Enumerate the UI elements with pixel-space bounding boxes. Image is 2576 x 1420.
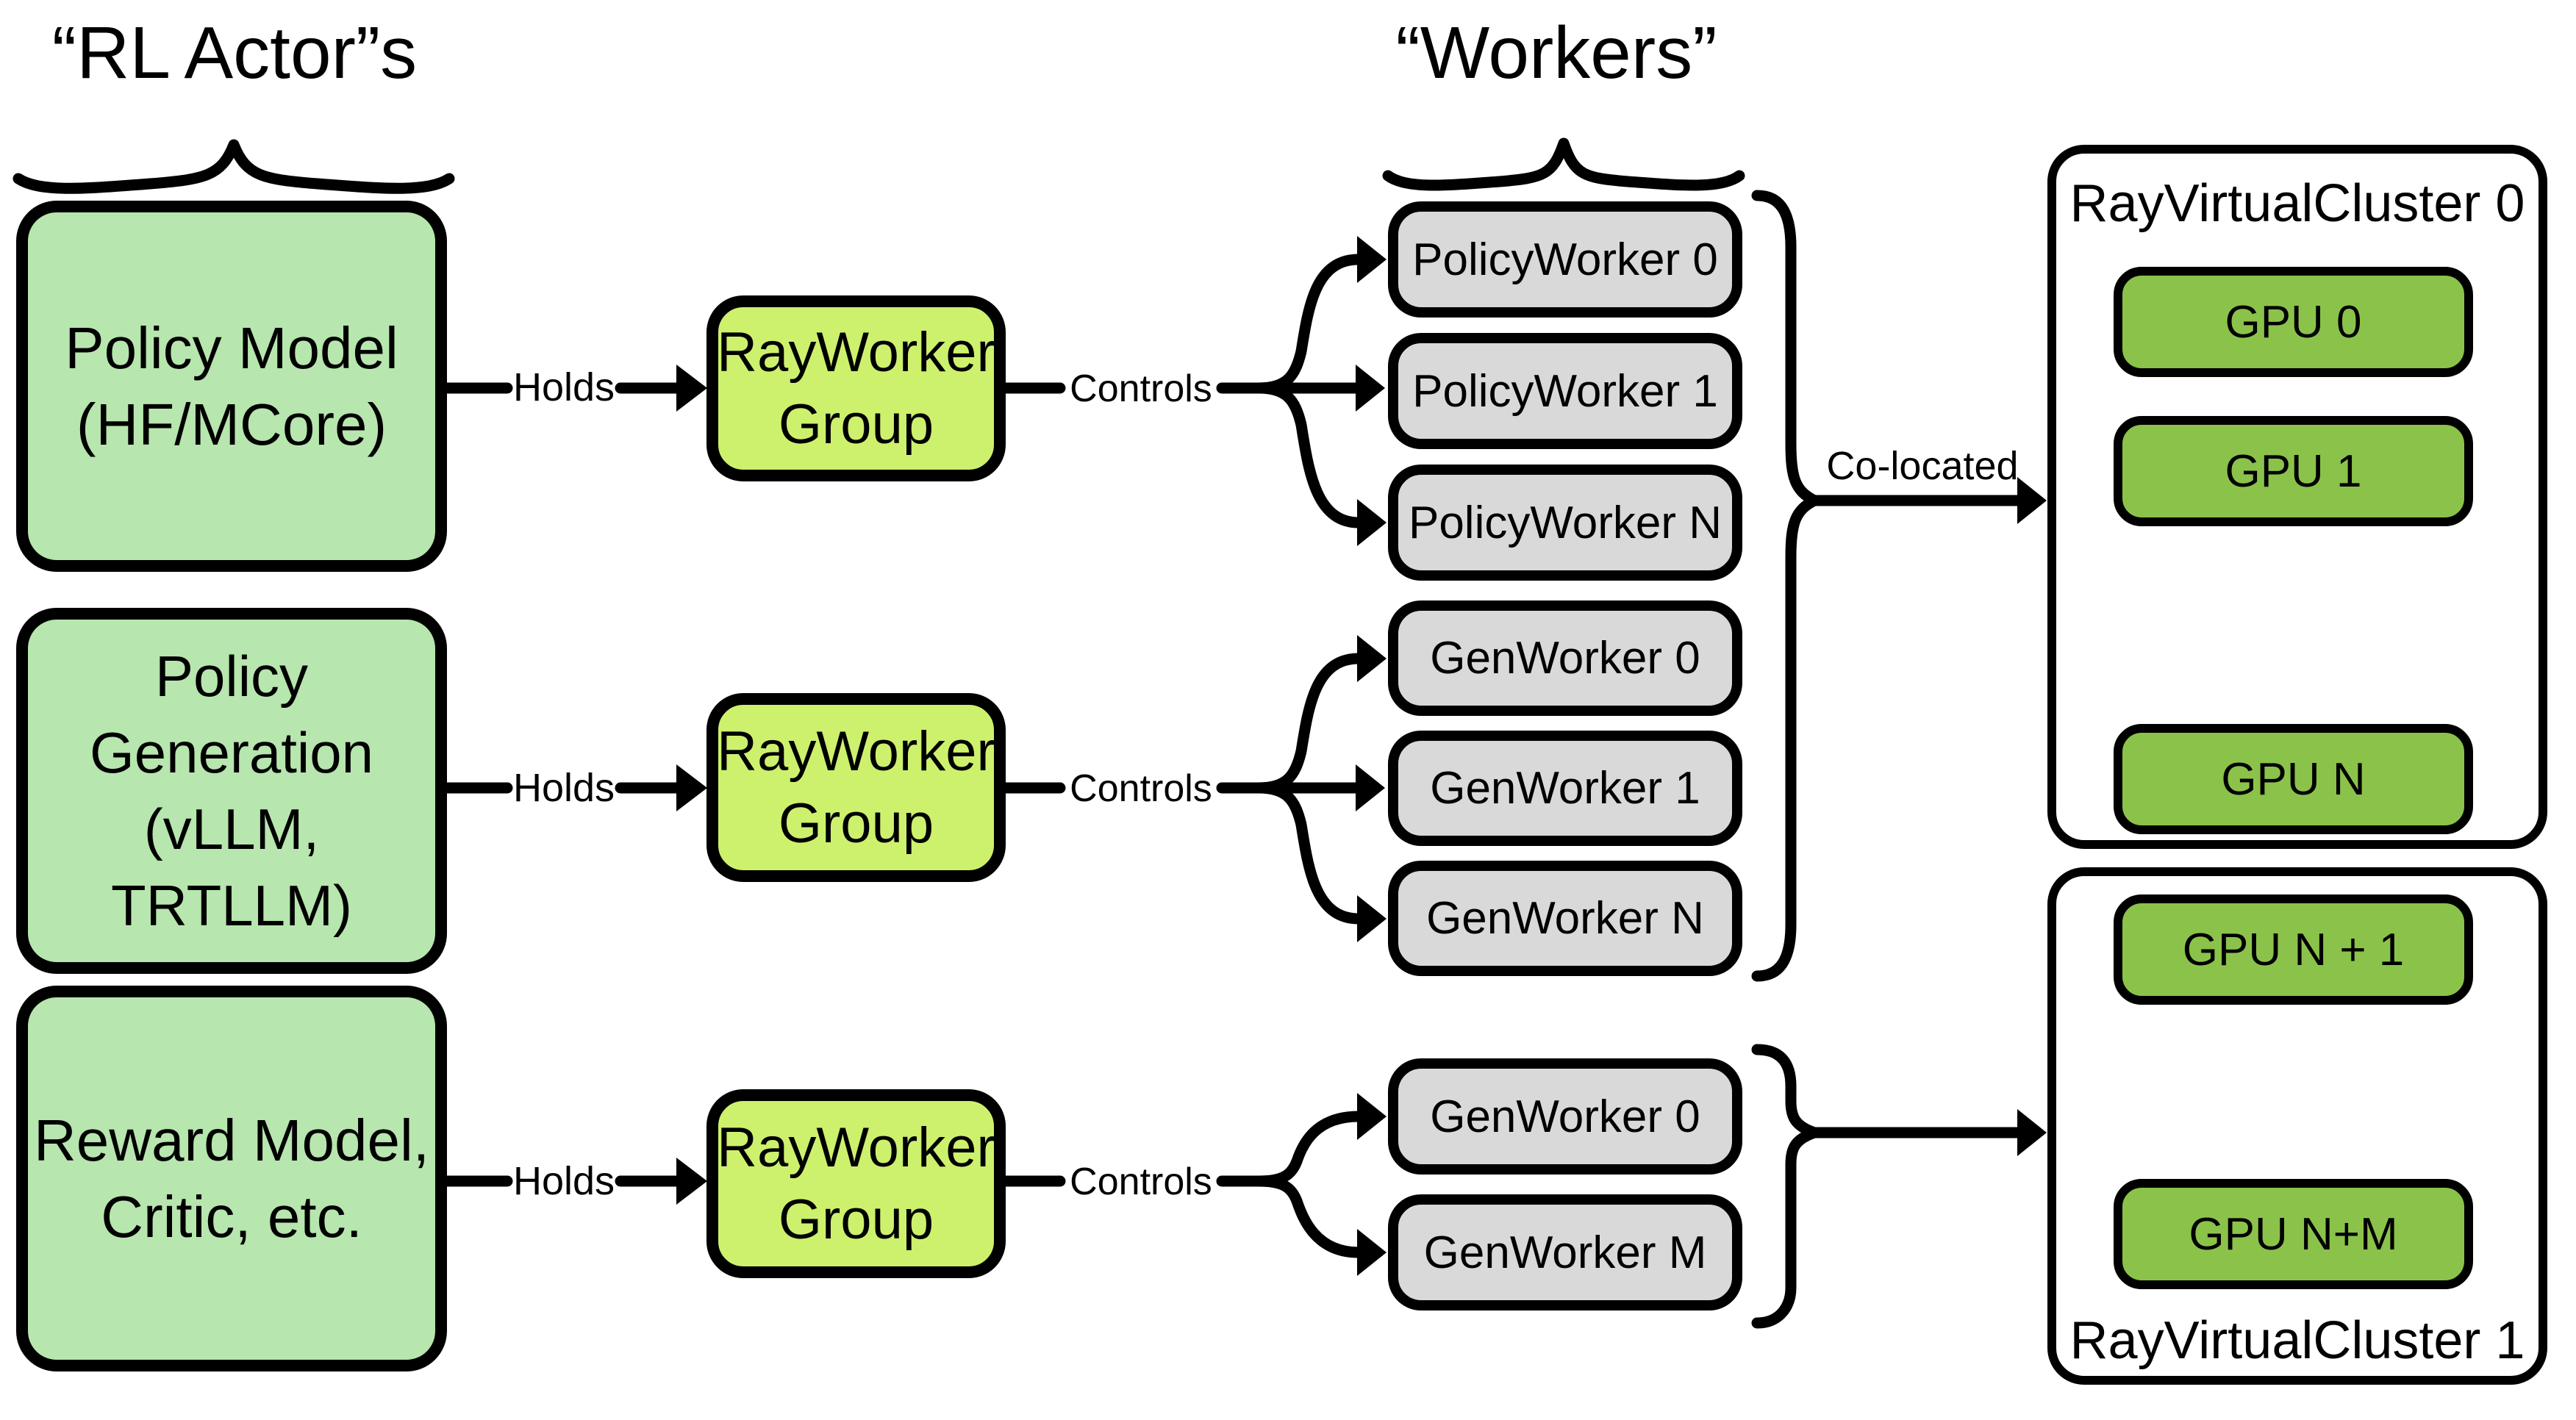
workers-heading: “Workers” bbox=[1395, 12, 1717, 94]
controls-fanout-3 bbox=[1000, 1093, 1387, 1276]
actor-label-line: Critic, etc. bbox=[101, 1183, 362, 1249]
group-label-line: RayWorker bbox=[717, 1116, 995, 1179]
controls-fanout-1 bbox=[1000, 236, 1387, 546]
group-label-line: Group bbox=[778, 1188, 934, 1251]
worker-box-genworker-0-b: GenWorker 0 bbox=[1388, 1058, 1742, 1175]
actor-label-line: Reward Model, bbox=[33, 1107, 429, 1173]
holds-label-1: Holds bbox=[512, 365, 615, 409]
holds-arrow-1 bbox=[441, 365, 707, 412]
holds-arrow-2 bbox=[441, 764, 707, 811]
cluster-box-1: GPU N + 1 GPU N+M RayVirtualCluster 1 bbox=[2047, 867, 2547, 1385]
ray-worker-group-box-1: RayWorker Group bbox=[706, 295, 1006, 481]
cluster-title-1: RayVirtualCluster 1 bbox=[2069, 1311, 2525, 1370]
worker-label: PolicyWorker 1 bbox=[1412, 365, 1718, 417]
holds-label-2: Holds bbox=[512, 766, 615, 810]
actor-label-line: Policy Model bbox=[65, 315, 398, 381]
controls-label-3: Controls bbox=[1070, 1161, 1212, 1203]
cluster1-brace bbox=[1751, 1044, 2047, 1329]
actor-label-line: Policy bbox=[154, 644, 309, 709]
rl-actors-heading: “RL Actor”s bbox=[51, 12, 418, 94]
controls-label-2: Controls bbox=[1070, 767, 1212, 810]
ray-worker-group-box-2: RayWorker Group bbox=[706, 693, 1006, 882]
worker-box-genworker-m: GenWorker M bbox=[1388, 1194, 1742, 1310]
worker-box-policyworker-n: PolicyWorker N bbox=[1388, 465, 1742, 581]
worker-label: PolicyWorker N bbox=[1408, 497, 1722, 548]
worker-label: GenWorker 1 bbox=[1430, 763, 1700, 814]
worker-label: PolicyWorker 0 bbox=[1412, 234, 1718, 285]
gpu-label: GPU N + 1 bbox=[2182, 924, 2405, 975]
worker-label: GenWorker 0 bbox=[1430, 1091, 1700, 1142]
workers-brace bbox=[1382, 137, 1745, 191]
actor-box-policy-generation: Policy Generation (vLLM, TRTLLM) bbox=[16, 608, 447, 974]
gpu-box-1: GPU 1 bbox=[2114, 416, 2473, 526]
gpu-box-0: GPU 0 bbox=[2114, 267, 2473, 377]
controls-fanout-2 bbox=[1000, 635, 1387, 942]
worker-box-policyworker-1: PolicyWorker 1 bbox=[1388, 333, 1742, 449]
worker-box-genworker-n: GenWorker N bbox=[1388, 861, 1742, 976]
co-located-brace bbox=[1751, 190, 2047, 982]
group-label-line: Group bbox=[778, 392, 934, 456]
worker-label: GenWorker N bbox=[1426, 893, 1704, 944]
group-label-line: RayWorker bbox=[717, 720, 995, 783]
gpu-label: GPU N+M bbox=[2189, 1208, 2398, 1260]
actor-label-line: (vLLM, TRTLLM) bbox=[111, 797, 352, 938]
gpu-box-n: GPU N bbox=[2114, 724, 2473, 834]
worker-label: GenWorker 0 bbox=[1430, 633, 1700, 684]
ray-worker-group-box-3: RayWorker Group bbox=[706, 1089, 1006, 1278]
co-located-label: Co-located bbox=[1826, 444, 2019, 488]
worker-box-policyworker-0: PolicyWorker 0 bbox=[1388, 201, 1742, 318]
gpu-box-n-plus-m: GPU N+M bbox=[2114, 1179, 2473, 1289]
gpu-label: GPU 0 bbox=[2225, 296, 2362, 348]
gpu-box-n-plus-1: GPU N + 1 bbox=[2114, 894, 2473, 1005]
group-label-line: RayWorker bbox=[717, 320, 995, 384]
worker-label: GenWorker M bbox=[1423, 1227, 1707, 1278]
holds-arrow-3 bbox=[441, 1158, 707, 1205]
rl-actors-brace bbox=[12, 139, 455, 194]
actor-label-line: (HF/MCore) bbox=[76, 391, 387, 457]
worker-box-genworker-1: GenWorker 1 bbox=[1388, 731, 1742, 846]
actor-box-policy-model: Policy Model (HF/MCore) bbox=[16, 201, 447, 572]
gpu-label: GPU 1 bbox=[2225, 445, 2362, 497]
cluster-title-0: RayVirtualCluster 0 bbox=[2069, 174, 2525, 233]
worker-box-genworker-0: GenWorker 0 bbox=[1388, 600, 1742, 716]
cluster-box-0: RayVirtualCluster 0 GPU 0 GPU 1 GPU N bbox=[2047, 145, 2547, 849]
group-label-line: Group bbox=[778, 792, 934, 855]
actor-label-line: Generation bbox=[90, 720, 373, 785]
actor-box-reward-model: Reward Model, Critic, etc. bbox=[16, 986, 447, 1371]
gpu-label: GPU N bbox=[2221, 753, 2366, 805]
holds-label-3: Holds bbox=[512, 1159, 615, 1203]
controls-label-1: Controls bbox=[1070, 367, 1212, 410]
